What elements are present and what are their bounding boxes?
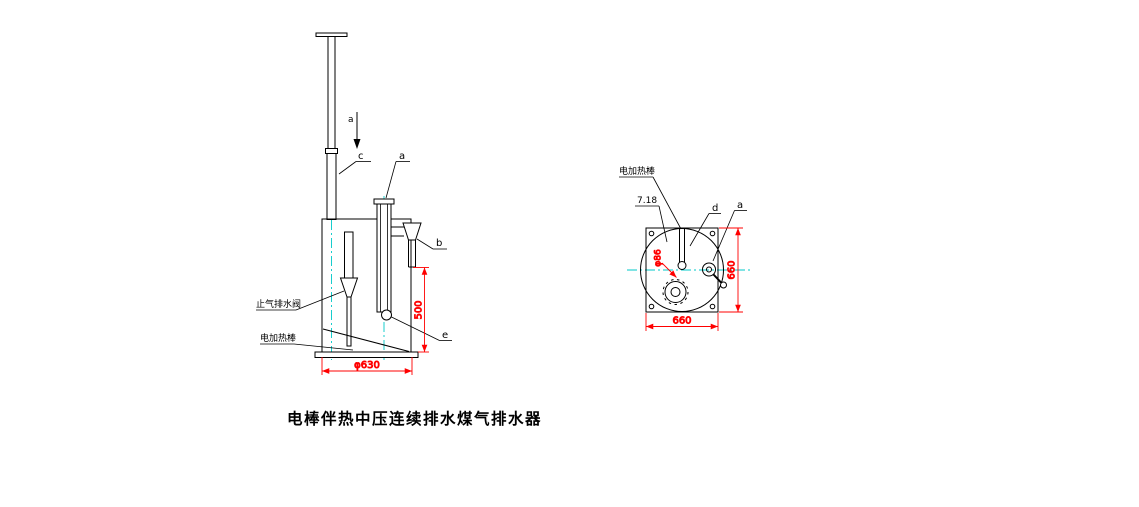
dim-depth-value: 660 — [727, 260, 738, 279]
dim-diameter-value: φ630 — [354, 360, 380, 371]
sloped-bottom-plate — [322, 328, 410, 352]
callout-c-label: c — [358, 151, 364, 162]
phi-note: φ86 — [653, 249, 677, 278]
dim-height-value: 500 — [414, 300, 425, 319]
callout-heater-top: 电加热棒 — [619, 165, 682, 230]
lever-fitting — [702, 262, 727, 289]
heater-label: 电加热棒 — [260, 332, 296, 344]
callout-e-label: e — [442, 330, 448, 341]
callout-b: b — [416, 238, 447, 250]
callout-a-label: a — [399, 151, 405, 162]
callout-d-label: d — [712, 203, 718, 214]
drawing-title: 电棒伴热中压连续排水煤气排水器 — [287, 409, 542, 428]
dimension-diameter-630: φ630 — [321, 357, 413, 375]
top-view: φ86 电加热棒 7.18 d a — [619, 165, 753, 331]
corner-bolts — [648, 230, 716, 310]
callout-b-label: b — [436, 238, 442, 249]
drain-port — [381, 309, 392, 321]
front-view: a c a b e 止气排水阀 — [256, 32, 452, 375]
dimension-depth-660: 660 — [719, 227, 743, 313]
valve-knob — [662, 279, 689, 305]
base-plate — [314, 351, 419, 358]
heater-top-label: 电加热棒 — [619, 165, 655, 177]
float-valve — [322, 231, 410, 352]
callout-d: d — [689, 203, 721, 247]
flow-arrow: a — [348, 112, 361, 149]
tank-top-circle — [640, 228, 724, 312]
dimension-width-660: 660 — [645, 313, 719, 331]
callout-a-top: a — [712, 200, 747, 262]
flow-label: a — [348, 115, 354, 125]
callout-a: a — [385, 151, 410, 199]
stop-valve-label: 止气排水阀 — [256, 298, 301, 310]
inlet-pipe — [373, 198, 395, 313]
callout-c: c — [338, 151, 371, 175]
outlet-pipe — [391, 222, 422, 268]
callout-stop-valve: 止气排水阀 — [256, 290, 345, 311]
vent-pipe — [315, 32, 348, 220]
callout-a-top-label: a — [737, 200, 743, 211]
callout-e: e — [391, 316, 452, 341]
dimension-height-500: 500 — [413, 267, 429, 353]
callout-detail: 7.18 — [635, 196, 668, 243]
dim-width-value: 660 — [672, 316, 691, 327]
phi-note-value: φ86 — [654, 249, 664, 267]
detail-label: 7.18 — [637, 196, 657, 206]
heater-rod-top — [677, 228, 687, 270]
callout-heater: 电加热棒 — [260, 332, 354, 351]
